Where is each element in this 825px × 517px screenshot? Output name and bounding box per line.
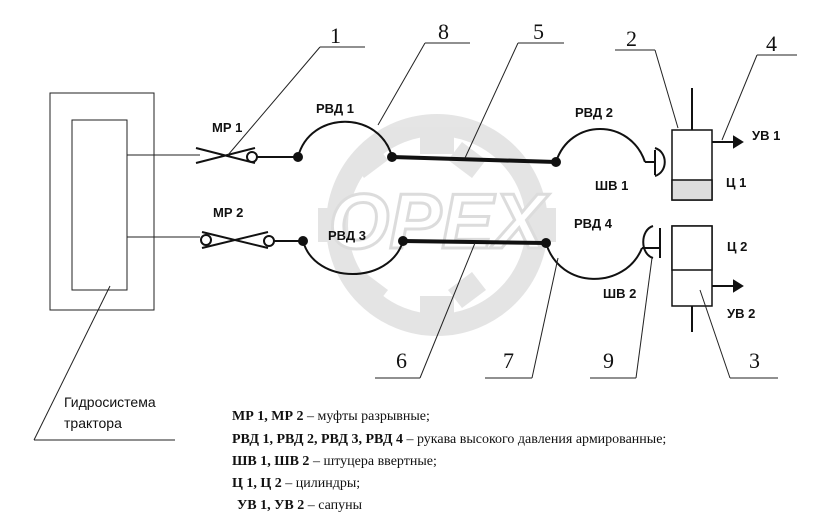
callout-4: 4 (766, 31, 777, 56)
label-shv1: ШВ 1 (595, 178, 628, 193)
callout-8: 8 (438, 19, 449, 44)
fitting-2 (642, 225, 661, 259)
label-rvd2: РВД 2 (575, 105, 613, 120)
callout-lines (33, 42, 797, 441)
legend-item: МР 1, МР 2 – муфты разрывные; (232, 409, 430, 424)
callout-7: 7 (503, 348, 514, 373)
label-rvd4: РВД 4 (574, 216, 613, 231)
label-rvd1: РВД 1 (316, 101, 354, 116)
label-uv1: УВ 1 (752, 128, 780, 143)
callout-6: 6 (396, 348, 407, 373)
callout-2: 2 (626, 26, 637, 51)
cylinder-1 (671, 88, 744, 201)
label-uv2: УВ 2 (727, 306, 755, 321)
label-shv2: ШВ 2 (603, 286, 636, 301)
tractor-hydraulic-system (49, 92, 200, 311)
legend-item: РВД 1, РВД 2, РВД 3, РВД 4 – рукава высо… (232, 432, 666, 447)
cylinder-2 (671, 225, 744, 332)
lower-circuit (200, 225, 744, 332)
watermark-text: OPEX (329, 177, 550, 265)
legend-item: УВ 1, УВ 2 – сапуны (237, 498, 363, 513)
label-rvd3: РВД 3 (328, 228, 366, 243)
label-c2: Ц 2 (727, 239, 747, 254)
gear-icon (318, 114, 556, 336)
breakaway-coupling-2 (200, 231, 303, 249)
breakaway-coupling-1 (195, 147, 298, 164)
callout-3: 3 (749, 348, 760, 373)
tractor-label-line2: трактора (64, 415, 122, 431)
fitting-1 (645, 147, 666, 177)
callout-9: 9 (603, 348, 614, 373)
callout-5: 5 (533, 19, 544, 44)
legend-item: ШВ 1, ШВ 2 – штуцера ввертные; (232, 454, 437, 469)
tractor-label-line1: Гидросистема (64, 394, 156, 410)
label-c1: Ц 1 (726, 175, 746, 190)
label-mr2: МР 2 (213, 205, 243, 220)
upper-circuit (195, 88, 744, 201)
label-mr1: МР 1 (212, 120, 242, 135)
legend-item: Ц 1, Ц 2 – цилиндры; (232, 476, 360, 491)
watermark-logo: OPEX (318, 114, 556, 336)
legend: МР 1, МР 2 – муфты разрывные; РВД 1, РВД… (232, 409, 666, 513)
callout-1: 1 (330, 23, 341, 48)
